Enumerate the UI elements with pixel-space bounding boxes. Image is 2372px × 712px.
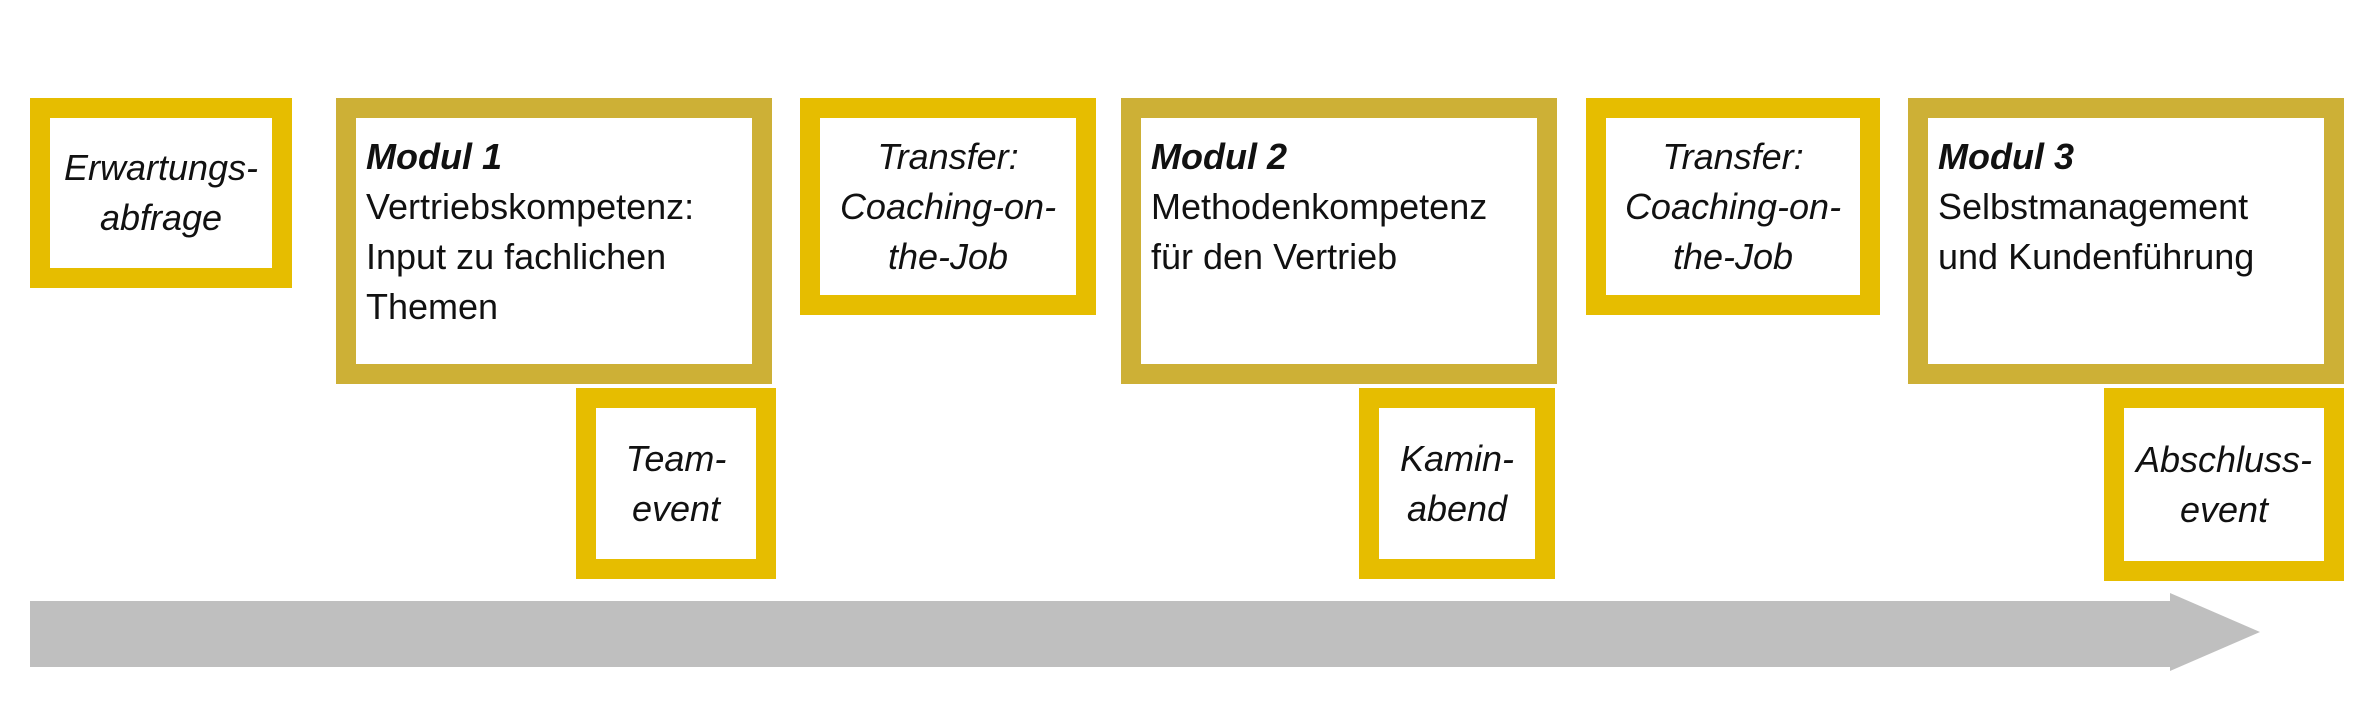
- module-title: Modul 3: [1938, 136, 2074, 177]
- module-text: Vertriebskompetenz:: [366, 186, 695, 227]
- box-text: abend: [1406, 487, 1508, 529]
- box-text: Team-: [625, 437, 727, 479]
- box-modul-2: Modul 2 Methodenkompetenz für den Vertri…: [1121, 98, 1557, 384]
- box-transfer-2: Transfer: Coaching-on- the-Job: [1586, 98, 1880, 315]
- box-abschlussevent: Abschluss- event: [2104, 388, 2344, 581]
- timeline-arrow-shape: [30, 593, 2260, 671]
- box-text: Transfer:: [1662, 135, 1804, 177]
- module-text: Themen: [366, 286, 499, 327]
- module-text: Selbstmanagement: [1938, 186, 2249, 227]
- box-text: the-Job: [887, 235, 1009, 277]
- box-erwartungsabfrage: Erwartungs- abfrage: [30, 98, 292, 288]
- box-modul-1: Modul 1 Vertriebskompetenz: Input zu fac…: [336, 98, 772, 384]
- box-text: Abschluss-: [2135, 438, 2313, 480]
- module-text: für den Vertrieb: [1151, 236, 1398, 277]
- module-text: Input zu fachlichen: [366, 236, 667, 277]
- module-text: Methodenkompetenz: [1151, 186, 1488, 227]
- box-text: abfrage: [99, 197, 223, 238]
- box-text: Kamin-: [1399, 437, 1515, 479]
- box-text: Coaching-on-: [1624, 185, 1842, 227]
- module-title: Modul 1: [366, 136, 502, 177]
- box-text: Erwartungs-: [63, 147, 259, 188]
- module-title: Modul 2: [1151, 136, 1287, 177]
- box-text: Coaching-on-: [839, 185, 1057, 227]
- module-text: und Kundenführung: [1938, 236, 2255, 277]
- box-kaminabend: Kamin- abend: [1359, 388, 1555, 579]
- box-teamevent: Team- event: [576, 388, 776, 579]
- box-transfer-1: Transfer: Coaching-on- the-Job: [800, 98, 1096, 315]
- box-text: event: [2179, 488, 2269, 530]
- box-text: event: [631, 487, 721, 529]
- box-modul-3: Modul 3 Selbstmanagement und Kundenführu…: [1908, 98, 2344, 384]
- timeline-arrow: [30, 593, 2260, 671]
- box-text: Transfer:: [877, 135, 1019, 177]
- box-text: the-Job: [1672, 235, 1794, 277]
